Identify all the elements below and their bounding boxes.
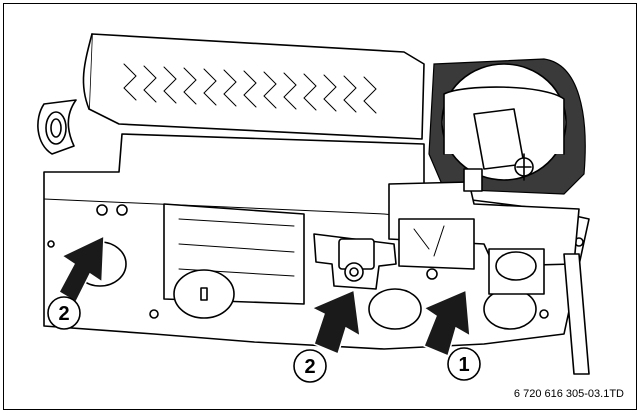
figure-frame: 2 2 1 6 720 616 305-03.1TD [3,3,637,410]
heat-exchanger [37,33,425,155]
mounting-bracket [313,233,397,290]
arrow-right [422,288,471,358]
callout-2-center: 2 [293,349,327,383]
callout-1-right: 1 [447,347,481,381]
arrow-center [310,288,361,356]
arrow-left [57,234,105,304]
callout-label: 2 [58,303,69,325]
fan-housing [428,58,586,195]
callout-2-left: 2 [47,296,81,330]
callout-label: 2 [304,356,315,378]
assembly-drawing: 2 2 1 [37,33,590,383]
figure-reference-code: 6 720 616 305-03.1TD [513,388,624,400]
gas-valve [388,168,590,375]
callout-label: 1 [458,354,469,376]
